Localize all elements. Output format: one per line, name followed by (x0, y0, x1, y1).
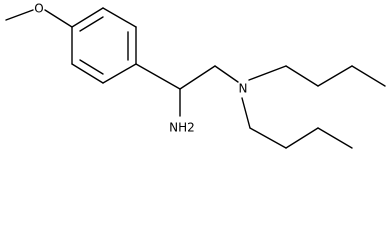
bond-ring-2 (102, 7, 137, 28)
tertiary-nitrogen-label: N (239, 82, 248, 96)
methoxy-oxygen-label: O (34, 2, 43, 16)
bond-o-ring (44, 9, 73, 28)
bond-ring-double-1 (79, 16, 104, 32)
bond-butyl2-d (317, 127, 353, 149)
amine-label: NH2 (169, 121, 195, 135)
bond-butyl1-d (351, 65, 386, 87)
bond-ring-4 (102, 63, 137, 84)
bond-butyl1-c (317, 65, 353, 87)
bond-n-butyl2-a (241, 97, 251, 129)
bond-ring-1 (71, 7, 104, 28)
bond-butyl2-b (249, 127, 287, 149)
bond-methyl-o (5, 9, 34, 21)
bond-butyl1-b (285, 65, 319, 87)
atom-labels: O NH2 N (34, 2, 247, 135)
bond-ring-double-3 (79, 59, 104, 75)
bond-ring-5 (71, 63, 104, 84)
molecule-svg: O NH2 N (5, 2, 386, 149)
bond-ch2-n (214, 65, 239, 83)
bond-butyl2-c (285, 127, 319, 149)
bond-n-butyl1-a (248, 65, 287, 81)
bond-ch-ch2 (179, 65, 216, 90)
bonds (5, 7, 386, 149)
molecule-structure-diagram: O NH2 N (5, 2, 386, 149)
bond-ring-ch (135, 63, 181, 90)
